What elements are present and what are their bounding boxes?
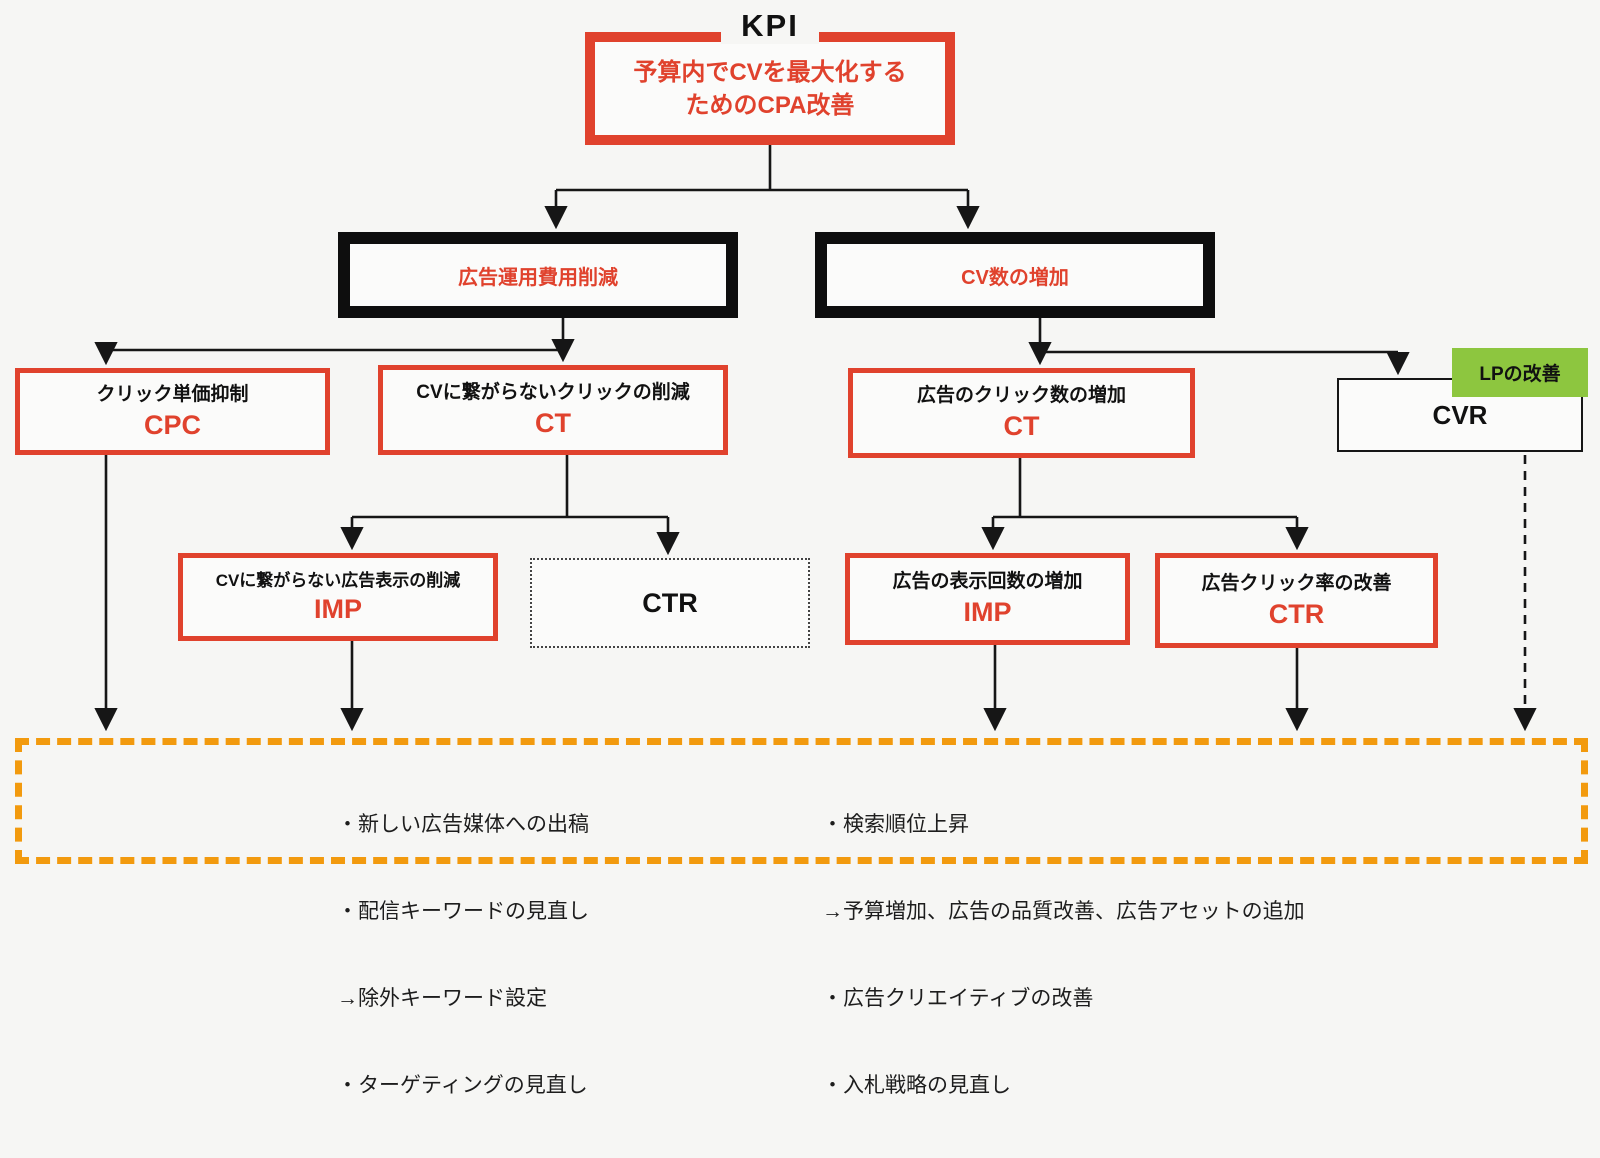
imp-left-title: CVに繋がらない広告表示の削減: [215, 570, 461, 590]
kpi-tree-diagram: KPI 予算内でCVを最大化する ためのCPA改善 広告運用費用削減 CV数の増…: [15, 8, 1588, 1097]
action-item: ・入札戦略の見直し: [822, 1074, 1011, 1097]
actions-box: ・新しい広告媒体への出稿 ・配信キーワードの見直し →除外キーワード設定 ・ター…: [15, 738, 1588, 1097]
ct-left-title: CVに繋がらないクリックの削減: [416, 382, 690, 404]
cv-increase-label: CV数の増加: [961, 266, 1069, 289]
cpc-metric: CPC: [143, 409, 201, 440]
node-cv-increase: CV数の増加: [815, 232, 1215, 318]
ct-left-metric: CT: [535, 408, 571, 438]
node-ct-right: 広告のクリック数の増加 CT: [848, 368, 1195, 458]
lp-improvement-badge: LPの改善: [1452, 348, 1588, 397]
imp-left-metric: IMP: [313, 593, 362, 624]
ctr-right-metric: CTR: [1268, 598, 1325, 629]
cost-reduction-label: 広告運用費用削減: [458, 266, 618, 289]
kpi-line2: ためのCPA改善: [685, 91, 855, 119]
connector-cv-split: [1038, 318, 1398, 354]
node-kpi: 予算内でCVを最大化する ためのCPA改善: [585, 32, 955, 145]
node-ct-left: CVに繋がらないクリックの削減 CT: [378, 365, 728, 455]
connector-ctleft-split: [352, 455, 668, 519]
node-cpc: クリック単価抑制 CPC: [15, 368, 330, 455]
imp-right-metric: IMP: [963, 597, 1012, 627]
action-item: ・検索順位上昇: [822, 813, 969, 836]
ctr-right-title: 広告クリック率の改善: [1201, 572, 1392, 594]
imp-right-title: 広告の表示回数の増加: [892, 571, 1083, 593]
ct-right-metric: CT: [1003, 411, 1040, 441]
ctr-dotted-metric: CTR: [642, 587, 698, 618]
actions-column-right: ・検索順位上昇 →予算増加、広告の品質改善、広告アセットの追加 ・広告クリエイテ…: [822, 752, 1305, 1158]
lp-improvement-label: LPの改善: [1479, 364, 1561, 385]
connector-cost-split: [106, 318, 565, 352]
cvr-metric: CVR: [1432, 399, 1488, 430]
node-ctr-right: 広告クリック率の改善 CTR: [1155, 553, 1438, 648]
action-item: ・新しい広告媒体への出稿: [337, 813, 589, 836]
actions-column-left: ・新しい広告媒体への出稿 ・配信キーワードの見直し →除外キーワード設定 ・ター…: [337, 752, 589, 1158]
node-ctr-dotted: CTR: [530, 558, 810, 648]
connector-ctright-split: [993, 458, 1297, 519]
kpi-tag: KPI: [585, 8, 955, 44]
cpc-title: クリック単価抑制: [96, 383, 249, 405]
kpi-tag-label: KPI: [721, 8, 819, 44]
action-item: ・広告クリエイティブの改善: [822, 987, 1094, 1010]
action-item: →予算増加、広告の品質改善、広告アセットの追加: [822, 900, 1305, 923]
node-cost-reduction: 広告運用費用削減: [338, 232, 738, 318]
node-imp-left: CVに繋がらない広告表示の削減 IMP: [178, 553, 498, 641]
action-item: →除外キーワード設定: [337, 987, 547, 1010]
node-imp-right: 広告の表示回数の増加 IMP: [845, 553, 1130, 645]
action-item: ・ターゲティングの見直し: [337, 1074, 588, 1097]
kpi-line1: 予算内でCVを最大化する: [633, 58, 907, 86]
ct-right-title: 広告のクリック数の増加: [916, 385, 1126, 407]
action-item: ・配信キーワードの見直し: [337, 900, 589, 923]
